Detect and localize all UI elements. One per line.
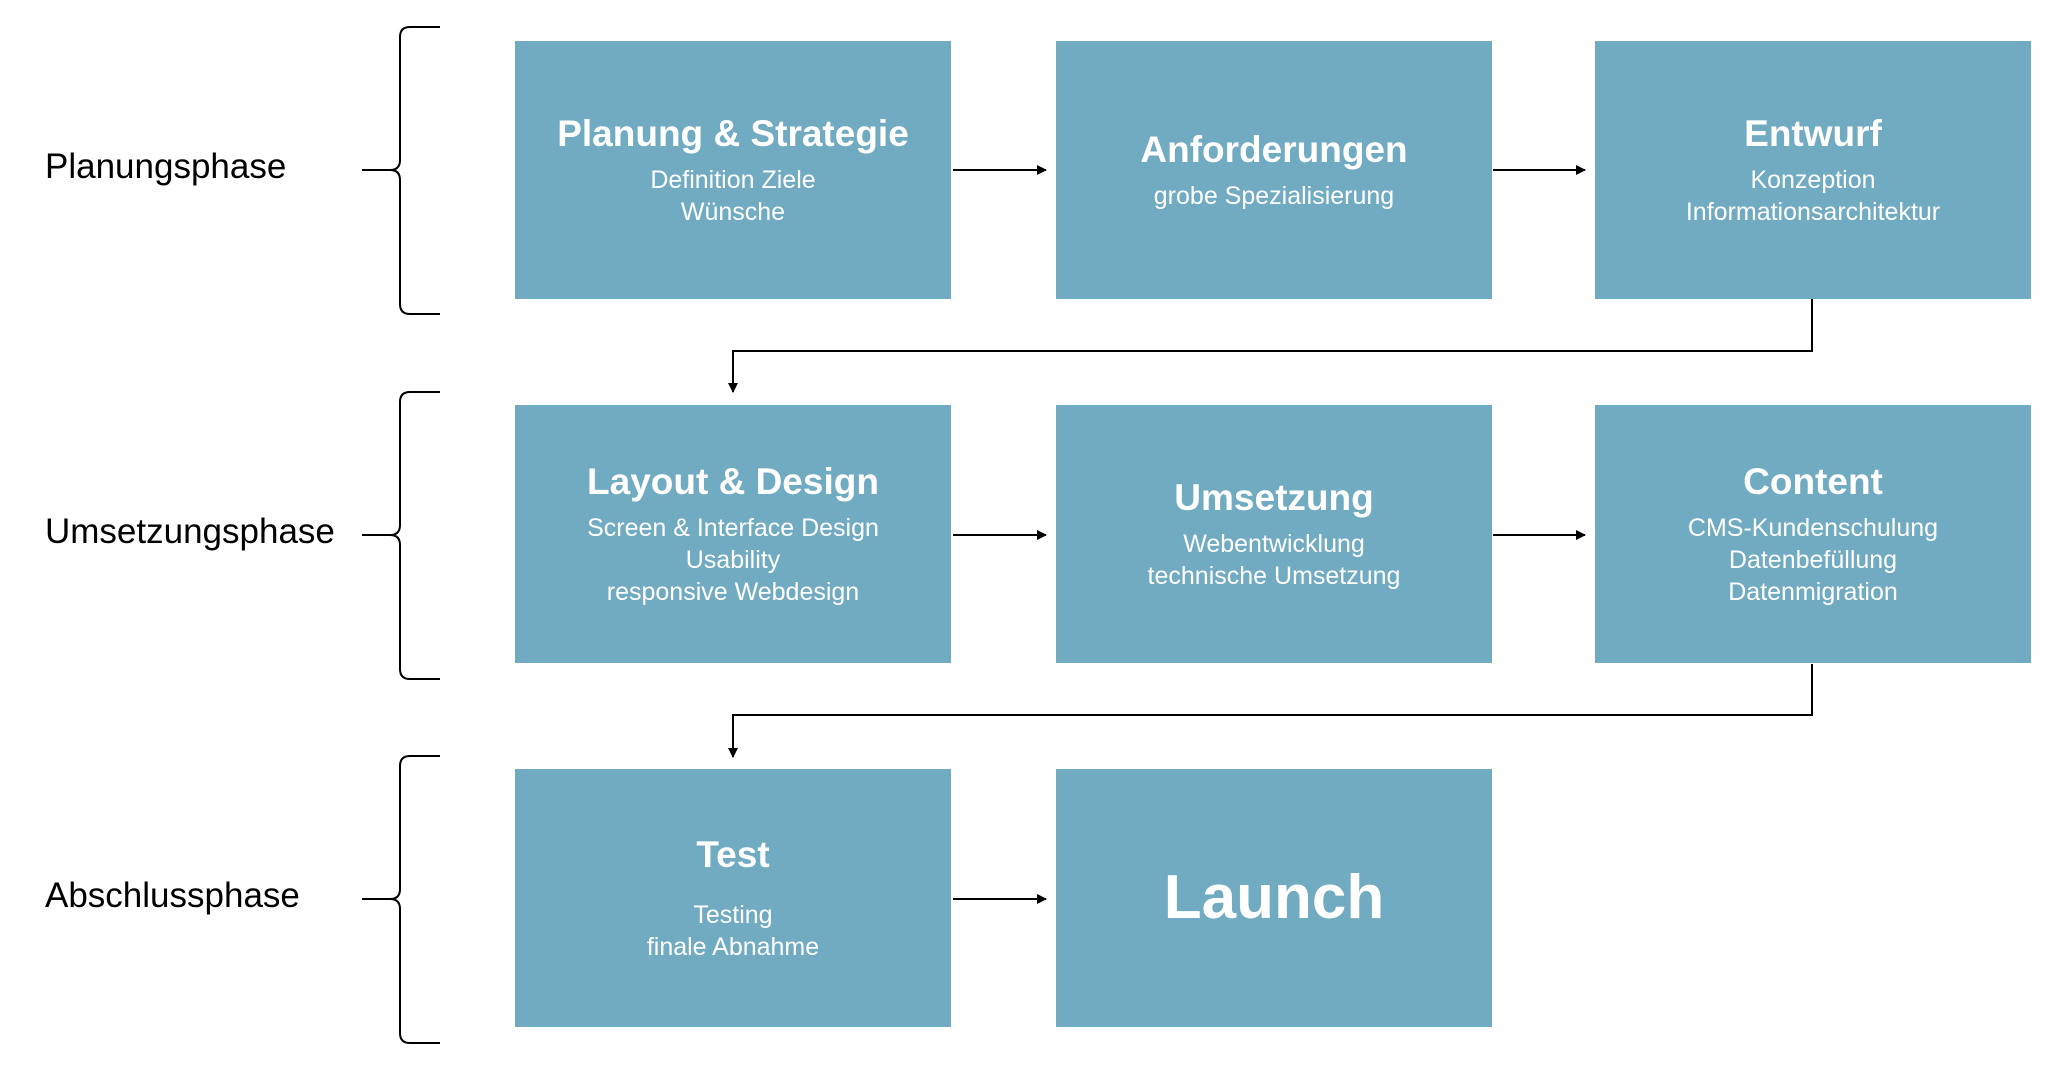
step-detail: Konzeption	[1750, 166, 1876, 194]
step-box-launch: Launch	[1056, 769, 1492, 1027]
step-title: Entwurf	[1744, 113, 1882, 154]
step-title: Test	[696, 834, 770, 875]
step-box-umsetzung: Umsetzung Webentwicklung technische Umse…	[1056, 405, 1492, 663]
step-box-planung-strategie: Planung & Strategie Definition Ziele Wün…	[515, 41, 951, 299]
step-title: Launch	[1163, 863, 1385, 932]
step-box-layout-design: Layout & Design Screen & Interface Desig…	[515, 405, 951, 663]
phase-label-planung: Planungsphase	[45, 147, 287, 186]
step-title: Umsetzung	[1174, 477, 1374, 518]
step-detail: Wünsche	[680, 198, 786, 226]
step-detail: responsive Webdesign	[606, 578, 860, 606]
phase-brace-planung	[362, 26, 440, 315]
step-detail: finale Abnahme	[646, 933, 820, 961]
step-box-entwurf: Entwurf Konzeption Informationsarchitekt…	[1595, 41, 2031, 299]
step-box-anforderungen: Anforderungen grobe Spezialisierung	[1056, 41, 1492, 299]
step-detail: Datenmigration	[1728, 578, 1898, 606]
step-detail: CMS-Kundenschulung	[1687, 514, 1939, 542]
step-title: Planung & Strategie	[557, 113, 909, 154]
step-title: Layout & Design	[587, 461, 879, 502]
step-detail: Datenbefüllung	[1728, 546, 1898, 574]
phase-brace-umsetzung	[362, 391, 440, 680]
step-title: Content	[1743, 461, 1883, 502]
step-detail: Webentwicklung	[1183, 530, 1365, 558]
step-title: Anforderungen	[1140, 129, 1408, 170]
phase-label-abschluss: Abschlussphase	[45, 876, 300, 915]
step-detail: grobe Spezialisierung	[1153, 182, 1395, 210]
step-box-content: Content CMS-Kundenschulung Datenbefüllun…	[1595, 405, 2031, 663]
step-box-test: Test Testing finale Abnahme	[515, 769, 951, 1027]
phase-brace-abschluss	[362, 755, 440, 1044]
step-detail: technische Umsetzung	[1147, 562, 1401, 590]
step-detail: Testing	[693, 901, 773, 929]
step-detail: Informationsarchitektur	[1685, 198, 1941, 226]
arrow-content-to-test	[728, 664, 1813, 758]
step-detail: Definition Ziele	[650, 166, 816, 194]
phase-label-umsetzung: Umsetzungsphase	[45, 512, 335, 551]
step-detail: Usability	[685, 546, 781, 574]
step-detail: Screen & Interface Design	[587, 514, 879, 542]
arrow-entwurf-to-layout	[728, 299, 1813, 393]
